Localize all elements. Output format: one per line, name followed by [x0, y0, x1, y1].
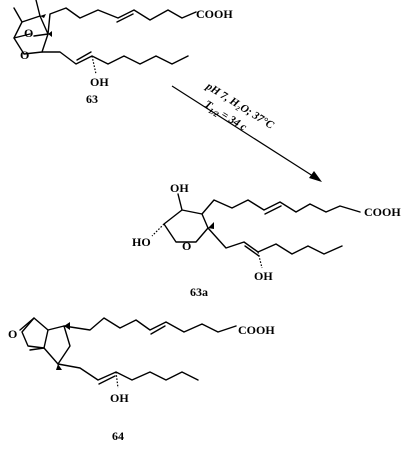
compound-63: O O COOH OH 63: [13, 0, 233, 106]
c64-oh: OH: [110, 391, 129, 405]
c64-cooh: COOH: [238, 323, 275, 337]
c63a-cooh: COOH: [364, 205, 401, 219]
c63-ring-o: O: [20, 48, 29, 62]
compound-63a: OH HO O COOH OH 63a: [132, 181, 401, 299]
c63-bridge-o: O: [24, 26, 33, 40]
c63a-ho-left: HO: [132, 235, 151, 249]
c63a-oh-top: OH: [170, 181, 189, 195]
c64-ring-o: O: [8, 327, 17, 341]
compound-64: O COOH OH 64: [8, 317, 275, 443]
compound-64-bonds: [19, 317, 237, 389]
c63a-ring-o: O: [182, 239, 191, 253]
c63-oh: OH: [90, 75, 109, 89]
compound-label-63: 63: [86, 92, 98, 106]
c63a-oh-chain: OH: [254, 269, 273, 283]
compound-63-bonds: [13, 0, 197, 75]
compound-label-63a: 63a: [190, 285, 208, 299]
reaction-conditions: pH 7, H₂O; 37°C T1/2 = 34 c: [202, 80, 276, 134]
compound-label-64: 64: [112, 429, 124, 443]
reaction-arrow: [171, 85, 322, 182]
c63-cooh: COOH: [196, 7, 233, 21]
compound-63a-bonds: [151, 193, 361, 269]
